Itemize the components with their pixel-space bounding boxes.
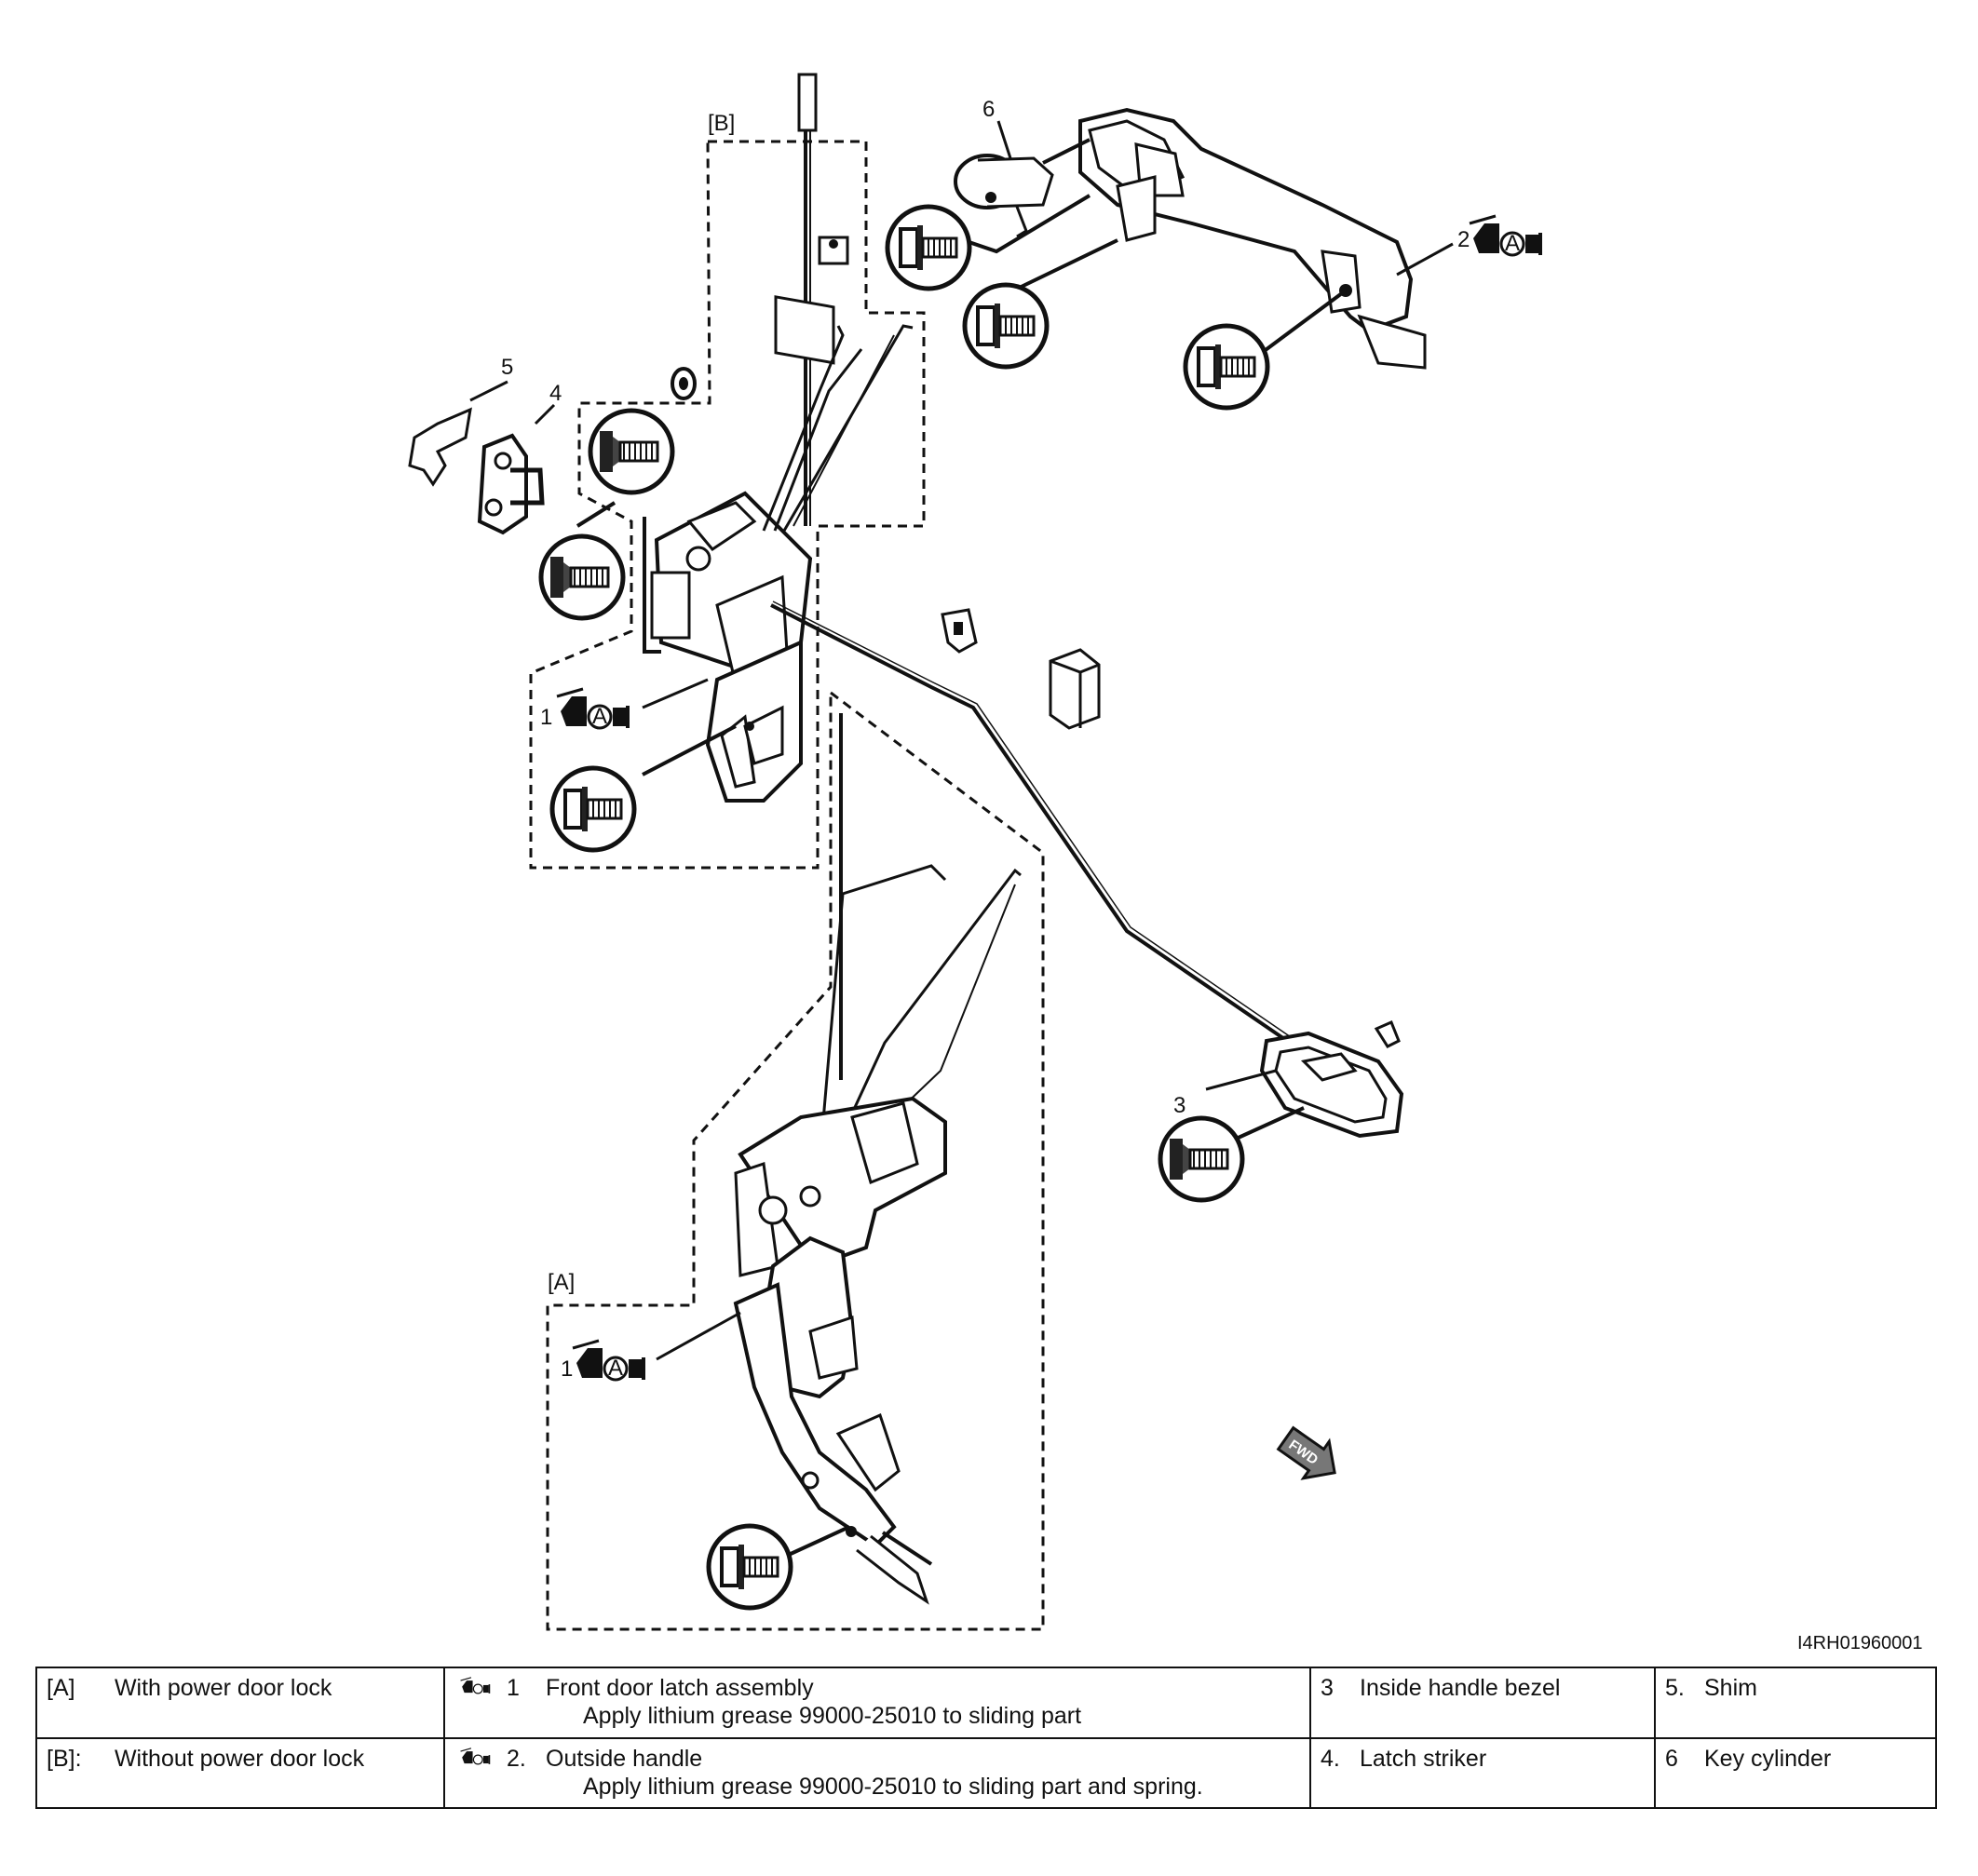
outside-handle [1078, 107, 1427, 370]
item-name: Latch striker [1360, 1745, 1487, 1772]
grease-icon-letter: A [592, 704, 607, 729]
rod-clip-block [774, 295, 835, 365]
grease-icon [459, 1747, 491, 1765]
part-label-1-lower: 1 [561, 1356, 573, 1382]
group-text: With power door lock [114, 1675, 332, 1701]
item-number: 4. [1321, 1745, 1340, 1772]
group-tag: [A] [47, 1675, 75, 1701]
legend-cell: 6 Key cylinder [1654, 1736, 1937, 1809]
part-label-4: 4 [549, 381, 562, 406]
grease-icon-letter: A [1505, 231, 1520, 256]
item-number: 5. [1665, 1675, 1685, 1701]
key-cylinder [954, 138, 1091, 238]
screw-flat-icon [541, 536, 623, 618]
screw-hex-icon [965, 285, 1047, 367]
front-door-latch-b [650, 324, 914, 803]
item-note: Apply lithium grease 99000-25010 to slid… [583, 1703, 1082, 1729]
figure-code: I4RH01960001 [1797, 1633, 1923, 1653]
legend-item-cell: 1 Front door latch assembly Apply lithium… [443, 1667, 1311, 1739]
legend-cell: 3 Inside handle bezel [1309, 1667, 1656, 1739]
screw-hex-icon [709, 1526, 791, 1608]
fwd-arrow-icon: FWD [1276, 1425, 1336, 1480]
exploded-door-lock-diagram: [B] [A] [408, 73, 1542, 1631]
group-tag: [B]: [47, 1745, 82, 1772]
part-label-6: 6 [982, 97, 995, 122]
item-name: Shim [1704, 1675, 1757, 1701]
part-label-1-upper: 1 [540, 705, 552, 730]
item-name: Front door latch assembly [546, 1675, 814, 1701]
part-label-5: 5 [501, 355, 513, 380]
item-number: 2. [507, 1745, 526, 1772]
group-text: Without power door lock [114, 1745, 365, 1772]
legend-group-cell: [B]: Without power door lock [35, 1736, 445, 1809]
item-name: Outside handle [546, 1745, 703, 1772]
legend-cell: 5. Shim [1654, 1667, 1937, 1739]
item-number: 6 [1665, 1745, 1678, 1772]
legend-row: [B]: Without power door lock 2. Outside h… [35, 1736, 1937, 1809]
screw-hex-icon [887, 207, 969, 289]
front-door-latch-a [733, 713, 1022, 1605]
item-number: 3 [1321, 1675, 1334, 1701]
group-a-label: [A] [548, 1270, 575, 1295]
inside-handle-rod [770, 603, 1292, 1045]
screw-flat-icon [1160, 1118, 1242, 1200]
rod-holder-clip [818, 236, 849, 265]
grommet [671, 367, 697, 400]
door-block [1049, 648, 1101, 730]
item-name: Inside handle bezel [1360, 1675, 1561, 1701]
part-label-2: 2 [1457, 227, 1470, 252]
latch-striker [477, 433, 545, 535]
group-a-boundary [546, 689, 1045, 1631]
screw-hex-icon [1185, 326, 1267, 408]
legend-item-cell: 2. Outside handle Apply lithium grease 99… [443, 1736, 1311, 1809]
rod-clip-middle [941, 608, 978, 654]
group-b-boundary [529, 140, 926, 870]
item-name: Key cylinder [1704, 1745, 1832, 1772]
legend-group-cell: [A] With power door lock [35, 1667, 445, 1739]
item-number: 1 [507, 1675, 520, 1701]
legend-cell: 4. Latch striker [1309, 1736, 1656, 1809]
grease-icon-letter: A [608, 1356, 623, 1381]
parts-legend-table: [A] With power door lock 1 Front door lat… [35, 1667, 1937, 1809]
group-b-label: [B] [708, 111, 735, 136]
shim [408, 407, 472, 487]
part-label-3: 3 [1173, 1093, 1185, 1118]
screw-hex-icon [552, 768, 634, 850]
grease-icon [459, 1677, 491, 1695]
screw-flat-icon [590, 411, 672, 493]
item-note: Apply lithium grease 99000-25010 to slid… [583, 1773, 1203, 1800]
legend-row: [A] With power door lock 1 Front door lat… [35, 1667, 1937, 1739]
